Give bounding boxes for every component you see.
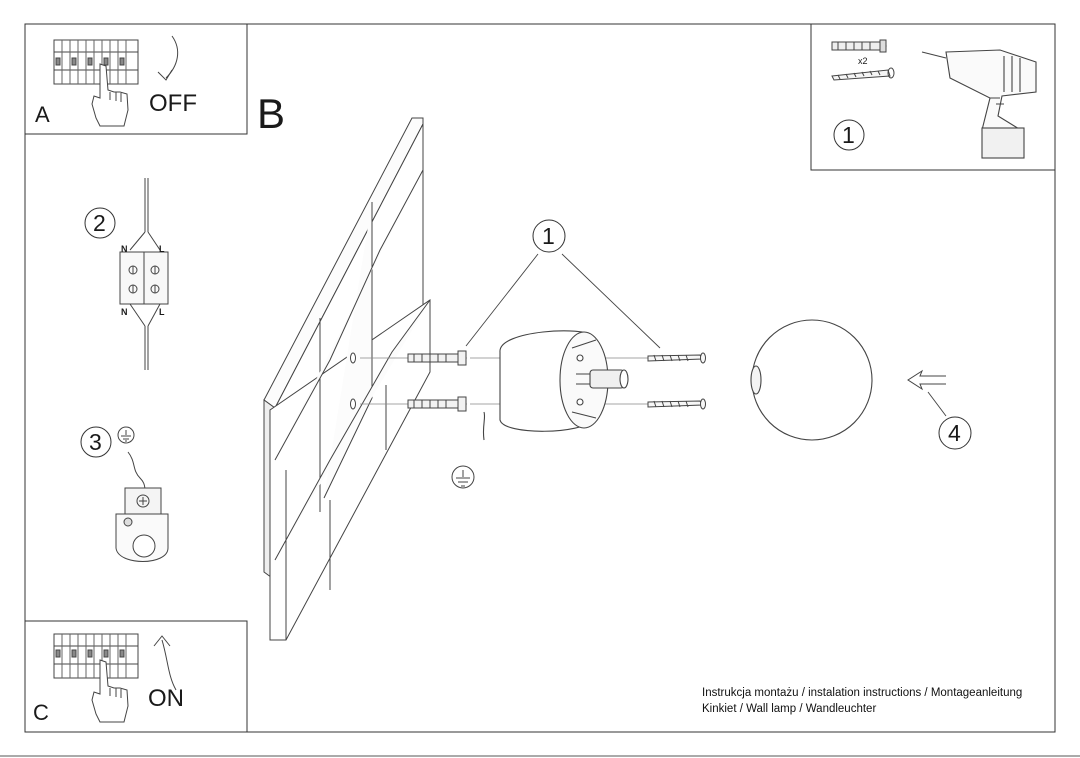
step-circles bbox=[80, 119, 972, 458]
earth-symbol-icon bbox=[117, 426, 135, 444]
terminal-label-n-top: N bbox=[121, 244, 128, 254]
step-wiring-number: 2 bbox=[93, 210, 106, 236]
callout-lines bbox=[465, 253, 947, 417]
hardware-quantity: x2 bbox=[858, 56, 868, 66]
earth-wire-symbol-icon bbox=[451, 465, 475, 489]
breaker-off-illustration bbox=[53, 35, 179, 127]
step-drill-number: 1 bbox=[842, 122, 855, 148]
breaker-on-illustration bbox=[53, 633, 177, 723]
step-earth-number: 3 bbox=[89, 429, 102, 455]
guide-lines bbox=[360, 357, 648, 405]
glass-shade bbox=[750, 319, 873, 441]
anchors-screws-illustration bbox=[831, 39, 895, 81]
caption-title: Instrukcja montażu / instalation instruc… bbox=[702, 687, 1023, 699]
terminal-label-l-top: L bbox=[159, 244, 165, 254]
panel-c-letter: C bbox=[33, 700, 49, 725]
panel-c-box bbox=[24, 620, 248, 733]
outer-frame bbox=[24, 23, 1056, 733]
panel-a-letter: A bbox=[35, 102, 50, 127]
drill-holes bbox=[350, 352, 356, 410]
panel-a-box bbox=[24, 23, 248, 135]
wall-tiles bbox=[263, 117, 431, 641]
tools-box bbox=[810, 23, 1056, 171]
off-label: OFF bbox=[149, 90, 197, 117]
wall-plugs bbox=[407, 350, 468, 412]
earth-terminal-illustration bbox=[115, 451, 169, 562]
step-shade-number: 4 bbox=[948, 420, 961, 446]
panel-b-letter: B bbox=[257, 90, 286, 137]
direction-arrow-icon bbox=[907, 369, 946, 391]
terminal-label-n-bottom: N bbox=[121, 307, 128, 317]
step-mount-number: 1 bbox=[542, 223, 555, 249]
drill-icon bbox=[921, 49, 1037, 159]
terminal-block-illustration bbox=[119, 178, 169, 370]
lamp-base bbox=[482, 330, 629, 441]
fixing-screws bbox=[647, 352, 706, 410]
on-label: ON bbox=[148, 685, 184, 712]
terminal-label-l-bottom: L bbox=[159, 307, 165, 317]
caption-subtitle: Kinkiet / Wall lamp / Wandleuchter bbox=[702, 703, 877, 715]
